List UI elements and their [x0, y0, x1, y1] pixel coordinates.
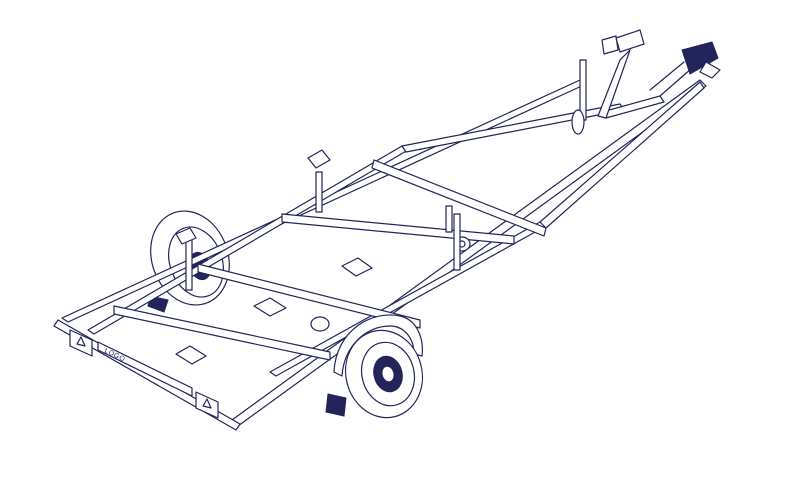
jockey-wheel: [571, 29, 645, 135]
hitch-coupling: [649, 41, 721, 97]
keel-rollers: [175, 236, 471, 365]
guide-posts: [175, 149, 461, 291]
wheel-right-icon: [325, 314, 424, 419]
rear-light-board: LOGO: [69, 329, 219, 419]
